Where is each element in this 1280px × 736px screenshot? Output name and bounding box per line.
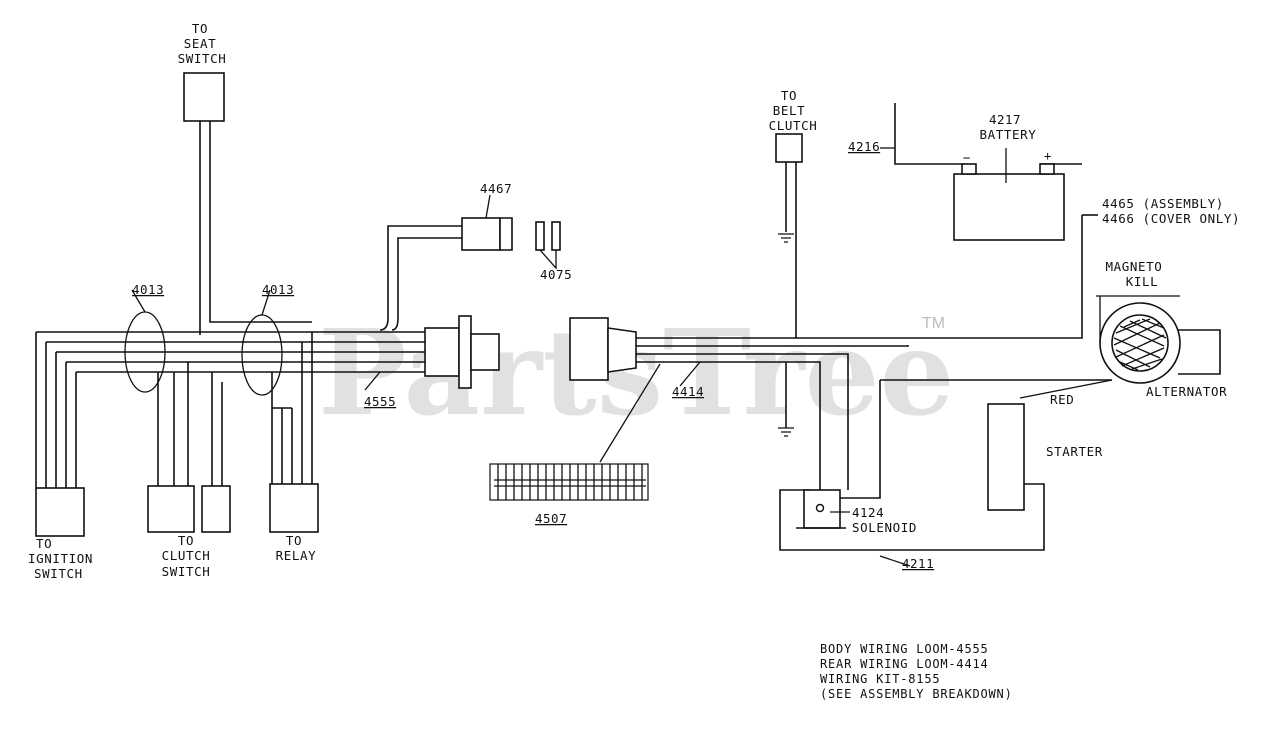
ignition-label-2: IGNITION bbox=[28, 551, 93, 566]
assembly-label: 4465 (ASSEMBLY) bbox=[1102, 196, 1224, 211]
note-assembly: (SEE ASSEMBLY BREAKDOWN) bbox=[820, 687, 1013, 701]
solenoid-4124 bbox=[796, 489, 881, 529]
belt-clutch-label-3: CLUTCH bbox=[769, 118, 818, 133]
starter bbox=[987, 403, 1025, 511]
loom-notes: BODY WIRING LOOM-4555 REAR WIRING LOOM-4… bbox=[820, 642, 1013, 701]
part-4555: 4555 bbox=[364, 394, 396, 409]
battery-label: BATTERY bbox=[980, 127, 1037, 142]
magneto-label-1: MAGNETO bbox=[1106, 259, 1163, 274]
clutch-switch-connector bbox=[147, 485, 195, 533]
part-4216: 4216 bbox=[848, 139, 880, 154]
cover-label: 4466 (COVER ONLY) bbox=[1102, 211, 1240, 226]
alternator-label: ALTERNATOR bbox=[1146, 384, 1227, 399]
relay-label-2: RELAY bbox=[276, 548, 317, 563]
battery-terminal-pos bbox=[1039, 163, 1055, 175]
solenoid-label: SOLENOID bbox=[852, 520, 917, 535]
watermark-tm: TM bbox=[922, 315, 945, 332]
part-4013-right: 4013 bbox=[262, 282, 294, 297]
socket-4414 bbox=[569, 317, 609, 381]
clamp-4013-right bbox=[241, 314, 283, 396]
starter-label: STARTER bbox=[1046, 444, 1103, 459]
fuse-4075-a bbox=[535, 221, 545, 251]
part-4013-left: 4013 bbox=[132, 282, 164, 297]
seat-switch-label-2: SEAT bbox=[184, 36, 217, 51]
battery-minus: − bbox=[963, 150, 971, 165]
note-body-loom: BODY WIRING LOOM-4555 bbox=[820, 642, 989, 656]
note-rear-loom: REAR WIRING LOOM-4414 bbox=[820, 657, 989, 671]
relay-connector bbox=[269, 483, 319, 533]
seat-switch-label-1: TO bbox=[192, 21, 208, 36]
seat-switch-connector bbox=[183, 72, 225, 122]
part-4467: 4467 bbox=[480, 181, 512, 196]
clutch-switch-label-1: TO bbox=[178, 533, 194, 548]
part-4075: 4075 bbox=[540, 267, 572, 282]
battery-plus: + bbox=[1044, 148, 1052, 163]
alternator bbox=[1096, 295, 1221, 384]
seat-switch-label-3: SWITCH bbox=[178, 51, 227, 66]
part-4507: 4507 bbox=[535, 511, 567, 526]
fuse-4075-b bbox=[551, 221, 561, 251]
clutch-switch-label-2: CLUTCH bbox=[162, 548, 211, 563]
connector-4467 bbox=[461, 217, 501, 251]
plug-4555-tip bbox=[470, 333, 500, 371]
plug-4555 bbox=[424, 327, 460, 377]
labels: TO SEAT SWITCH TO BELT CLUTCH 4217 BATTE… bbox=[28, 21, 1240, 581]
plug-4555-flange bbox=[458, 315, 472, 389]
belt-clutch-label-2: BELT bbox=[773, 103, 806, 118]
part-4414: 4414 bbox=[672, 384, 704, 399]
note-wiring-kit: WIRING KIT-8155 bbox=[820, 672, 940, 686]
part-4211: 4211 bbox=[902, 556, 934, 571]
magneto-label-2: KILL bbox=[1126, 274, 1159, 289]
belt-clutch-label-1: TO bbox=[781, 88, 797, 103]
power-section bbox=[779, 103, 1221, 567]
ignition-label-3: SWITCH bbox=[34, 566, 83, 581]
clutch-switch-label-3: SWITCH bbox=[162, 564, 211, 579]
red-wire-label: RED bbox=[1050, 392, 1074, 407]
battery-terminal-neg bbox=[961, 163, 977, 175]
coil-4507 bbox=[489, 363, 661, 501]
rear-wiring-loom bbox=[489, 133, 1112, 501]
battery-number: 4217 bbox=[989, 112, 1021, 127]
body-wiring-loom bbox=[35, 72, 561, 537]
clutch-switch-connector-2 bbox=[201, 485, 231, 533]
belt-clutch-connector bbox=[775, 133, 803, 163]
relay-label-1: TO bbox=[286, 533, 302, 548]
ignition-label-1: TO bbox=[36, 536, 52, 551]
solenoid-number: 4124 bbox=[852, 505, 884, 520]
ignition-switch-connector bbox=[35, 487, 85, 537]
battery bbox=[953, 173, 1065, 241]
